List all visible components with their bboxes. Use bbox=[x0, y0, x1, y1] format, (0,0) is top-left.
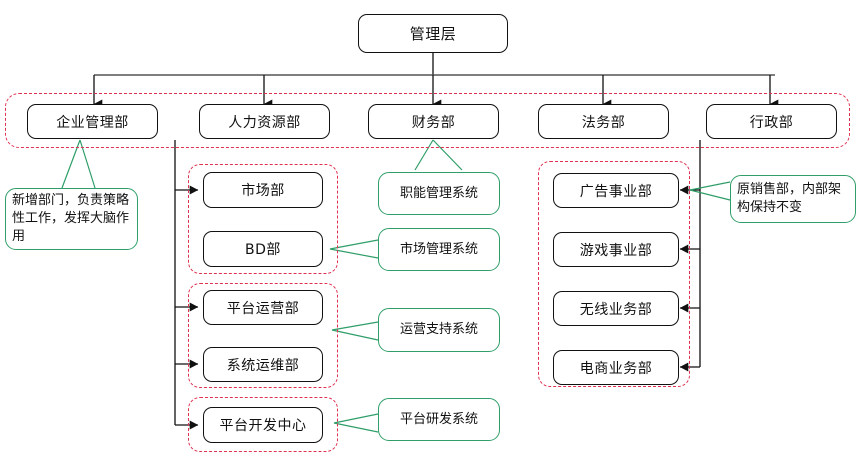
node-enterprise-management[interactable]: 企业管理部 bbox=[27, 104, 158, 139]
node-label: 无线业务部 bbox=[579, 301, 653, 318]
callout-enterprise-note: 新增部门，负责策略性工作，发挥大脑作用 bbox=[5, 188, 138, 250]
group-operations bbox=[188, 283, 338, 388]
node-finance[interactable]: 财务部 bbox=[368, 104, 499, 139]
node-platform-development-center[interactable]: 平台开发中心 bbox=[203, 407, 323, 443]
node-label: 企业管理部 bbox=[56, 114, 129, 131]
callout-function-system: 职能管理系统 bbox=[378, 172, 500, 215]
group-market bbox=[188, 164, 338, 274]
callout-operation-system: 运营支持系统 bbox=[378, 308, 500, 352]
node-advertising-bu[interactable]: 广告事业部 bbox=[553, 173, 679, 208]
node-system-maintenance[interactable]: 系统运维部 bbox=[203, 347, 323, 382]
node-label: 游戏事业部 bbox=[579, 242, 653, 259]
node-legal[interactable]: 法务部 bbox=[538, 104, 669, 139]
node-label: 行政部 bbox=[749, 114, 794, 131]
node-marketing[interactable]: 市场部 bbox=[203, 172, 323, 208]
group-platform bbox=[188, 397, 338, 452]
node-human-resources[interactable]: 人力资源部 bbox=[199, 104, 330, 139]
node-label: 广告事业部 bbox=[579, 183, 653, 200]
callout-market-system: 市场管理系统 bbox=[378, 228, 500, 271]
node-bd[interactable]: BD部 bbox=[203, 231, 323, 267]
group-business-units bbox=[538, 161, 690, 387]
callout-platform-system: 平台研发系统 bbox=[378, 398, 500, 441]
node-label: 平台运营部 bbox=[226, 300, 300, 317]
node-label: BD部 bbox=[245, 242, 281, 258]
callout-text: 新增部门，负责策略性工作，发挥大脑作用 bbox=[12, 193, 130, 244]
node-root[interactable]: 管理层 bbox=[358, 14, 508, 53]
group-level1-band bbox=[5, 93, 850, 148]
callout-sales-note: 原销售部，内部架构保持不变 bbox=[730, 175, 856, 223]
node-wireless-bu[interactable]: 无线业务部 bbox=[553, 291, 679, 326]
node-label: 系统运维部 bbox=[226, 357, 300, 374]
node-label: 电商业务部 bbox=[579, 360, 653, 377]
callout-text: 职能管理系统 bbox=[399, 185, 478, 201]
node-label: 市场部 bbox=[241, 183, 285, 199]
node-label: 财务部 bbox=[411, 114, 456, 131]
callout-text: 运营支持系统 bbox=[399, 322, 478, 337]
node-label: 人力资源部 bbox=[228, 114, 301, 131]
node-label: 平台开发中心 bbox=[219, 418, 307, 434]
callout-text: 原销售部，内部架构保持不变 bbox=[737, 182, 842, 215]
node-label: 法务部 bbox=[581, 114, 626, 131]
callout-text: 平台研发系统 bbox=[399, 411, 478, 427]
node-administration[interactable]: 行政部 bbox=[706, 104, 837, 139]
callout-text: 市场管理系统 bbox=[399, 241, 478, 257]
node-games-bu[interactable]: 游戏事业部 bbox=[553, 232, 679, 267]
node-platform-operations[interactable]: 平台运营部 bbox=[203, 290, 323, 325]
node-root-label: 管理层 bbox=[409, 25, 457, 43]
node-ecommerce-bu[interactable]: 电商业务部 bbox=[553, 350, 679, 385]
